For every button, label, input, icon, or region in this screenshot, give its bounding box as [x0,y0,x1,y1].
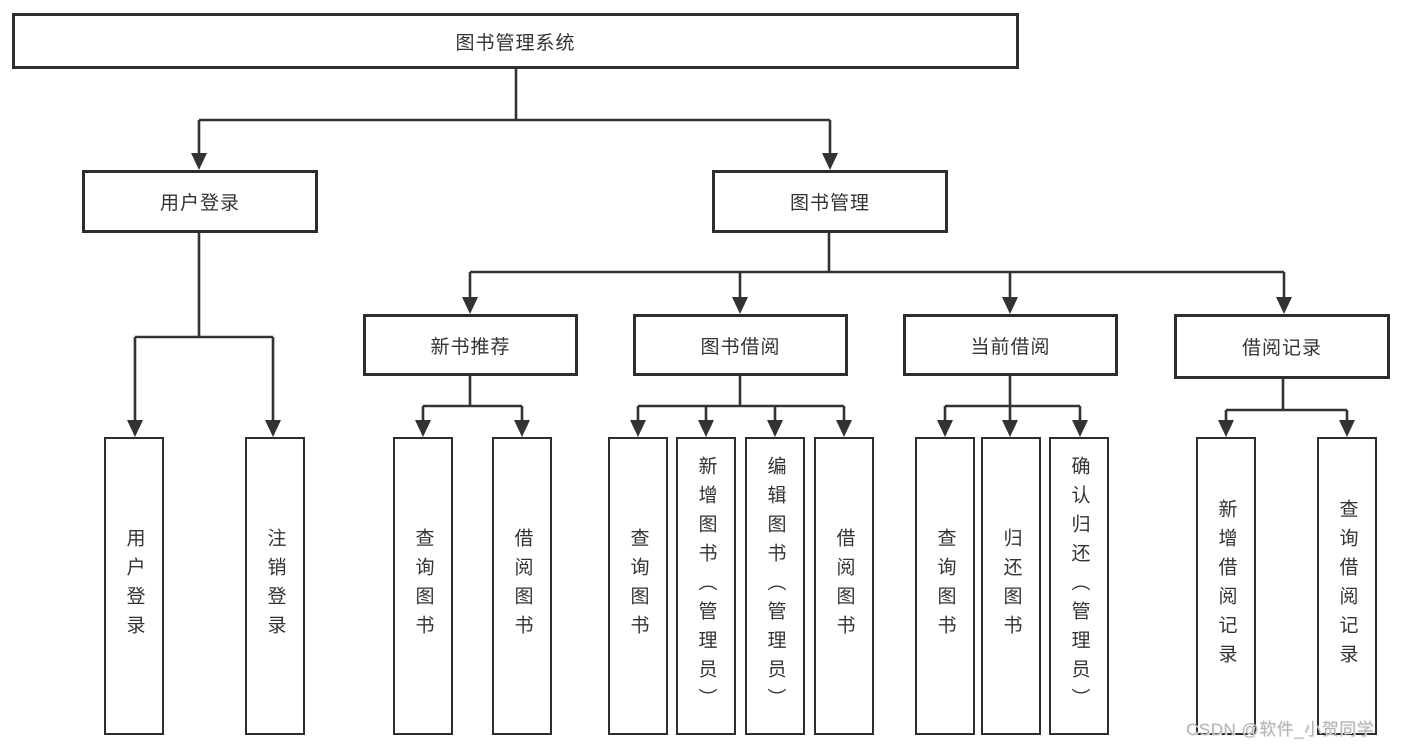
leaf-label: 注销登录 [264,528,286,644]
leaf-borrow-books-2: 借阅图书 [814,437,874,735]
leaf-label: 查询图书 [627,528,649,644]
node-new-book-recommend: 新书推荐 [363,314,578,376]
node-borrow-records: 借阅记录 [1174,314,1390,379]
edge-bookmgmt-to-level2 [462,233,1292,314]
leaf-label: 用户登录 [123,528,145,644]
leaf-query-books-2: 查询图书 [608,437,668,735]
edge-userlogin-to-leaves [127,233,281,437]
leaf-label: 查询图书 [934,528,956,644]
leaf-label: 借阅图书 [511,528,533,644]
csdn-watermark: CSDN @软件_小贺同学 [1186,720,1375,739]
leaf-return-books: 归还图书 [981,437,1041,735]
leaf-label: 归还图书 [1000,528,1022,644]
edge-root-to-level1 [191,68,838,170]
leaf-add-borrow-record: 新增借阅记录 [1196,437,1256,735]
node-user-login: 用户登录 [82,170,318,233]
leaf-label: 确认归还（管理员） [1068,455,1090,717]
leaf-logout: 注销登录 [245,437,305,735]
edge-records-to-leaves [1218,379,1355,437]
edge-current-to-leaves [937,376,1088,437]
leaf-edit-books-admin: 编辑图书（管理员） [745,437,805,735]
leaf-label: 查询图书 [412,528,434,644]
leaf-query-books-3: 查询图书 [915,437,975,735]
leaf-label: 编辑图书（管理员） [764,455,786,717]
leaf-label: 新增图书（管理员） [695,455,717,717]
node-current-borrow: 当前借阅 [903,314,1118,376]
leaf-add-books-admin: 新增图书（管理员） [676,437,736,735]
leaf-borrow-books-1: 借阅图书 [492,437,552,735]
leaf-query-books-1: 查询图书 [393,437,453,735]
edge-borrow-to-leaves [630,376,852,437]
edge-newbook-to-leaves [415,376,530,437]
node-book-borrow: 图书借阅 [633,314,848,376]
leaf-query-borrow-record: 查询借阅记录 [1317,437,1377,735]
leaf-label: 查询借阅记录 [1336,499,1358,673]
node-book-management: 图书管理 [712,170,948,233]
leaf-user-login: 用户登录 [104,437,164,735]
leaf-confirm-return-admin: 确认归还（管理员） [1049,437,1109,735]
node-root: 图书管理系统 [12,13,1019,69]
leaf-label: 新增借阅记录 [1215,499,1237,673]
leaf-label: 借阅图书 [833,528,855,644]
